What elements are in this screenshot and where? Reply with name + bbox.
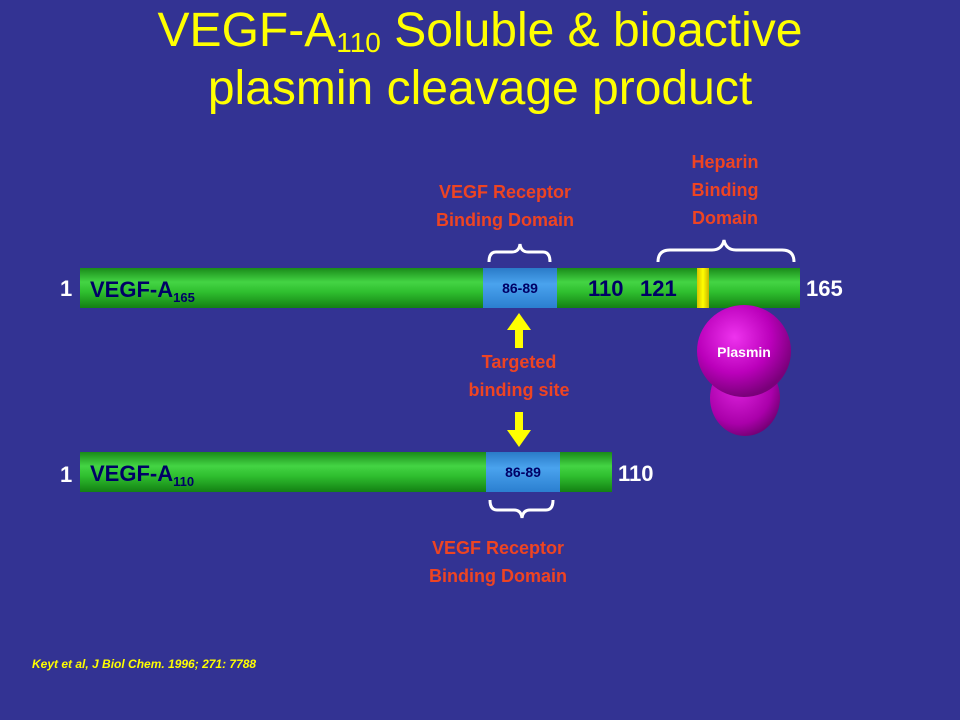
bottom-start-number: 1 (60, 462, 73, 487)
mark-110-label: 110 (588, 276, 624, 301)
receptor-domain-bottom-line2: Binding Domain (429, 566, 567, 586)
vegf-a165-bar (80, 268, 800, 308)
receptor-domain-label-top: VEGF Receptor Binding Domain (400, 178, 610, 234)
vegf-a165-label: VEGF-A165 (90, 277, 195, 305)
vegf-a110-subscript: 110 (173, 474, 195, 489)
vegf-a110-label: VEGF-A110 (90, 461, 195, 489)
receptor-domain-top-line1: VEGF Receptor (438, 182, 572, 202)
top-start-number: 1 (60, 276, 73, 301)
slide-title: VEGF-A110 Soluble & bioactive plasmin cl… (0, 2, 960, 118)
receptor-brace-top (487, 243, 552, 263)
receptor-domain-bottom-line1: VEGF Receptor (431, 538, 565, 558)
down-arrow-icon (507, 412, 531, 447)
cleavage-site-segment (697, 268, 709, 308)
vegf-a110-name: VEGF-A (90, 461, 174, 486)
heparin-line1: Heparin (691, 152, 759, 172)
receptor-domain-top-line2: Binding Domain (436, 210, 574, 230)
title-line2: plasmin cleavage product (207, 62, 753, 115)
heparin-line3: Domain (691, 208, 758, 228)
vegf-a165-subscript: 165 (173, 290, 195, 305)
receptor-site-segment-bottom: 86-89 (486, 452, 560, 492)
heparin-brace (656, 239, 796, 263)
up-arrow-icon (507, 313, 531, 348)
vegf-a165-name: VEGF-A (90, 277, 174, 302)
targeted-binding-label: Targeted binding site (430, 348, 608, 404)
citation: Keyt et al, J Biol Chem. 1996; 271: 7788 (32, 657, 257, 671)
title-prefix: VEGF-A (157, 4, 337, 57)
bottom-end-number: 110 (618, 461, 654, 486)
title-line1: VEGF-A110 Soluble & bioactive (158, 4, 803, 57)
title-suffix: Soluble & bioactive (380, 4, 803, 57)
heparin-domain-label: Heparin Binding Domain (660, 148, 790, 232)
mark-121-label: 121 (640, 276, 677, 301)
title-subscript: 110 (336, 27, 381, 58)
plasmin-label: Plasmin (717, 344, 771, 360)
receptor-domain-label-bottom: VEGF Receptor Binding Domain (392, 534, 604, 590)
plasmin-icon (697, 305, 791, 436)
targeted-line1: Targeted (481, 352, 557, 372)
heparin-line2: Binding (691, 180, 759, 200)
targeted-line2: binding site (468, 380, 570, 400)
receptor-site-segment-top: 86-89 (483, 268, 557, 308)
top-end-number: 165 (806, 276, 843, 301)
receptor-brace-bottom (488, 499, 555, 519)
